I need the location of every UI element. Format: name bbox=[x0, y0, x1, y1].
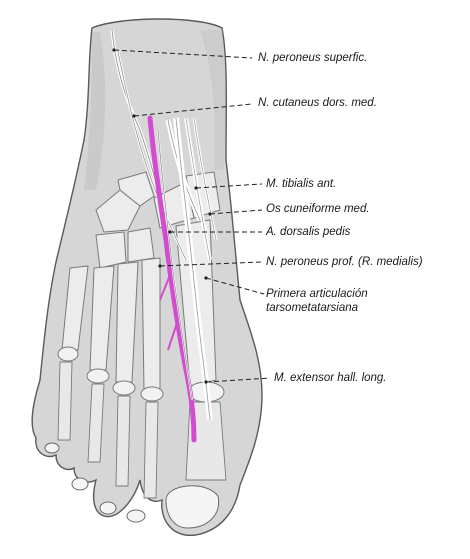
leader-dot-primera-art bbox=[204, 276, 208, 280]
ankle-shading bbox=[200, 30, 226, 170]
leader-dot-peroneus-prof bbox=[158, 264, 162, 268]
label-cuneiforme-med: Os cuneiforme med. bbox=[266, 203, 370, 215]
leader-dot-extensor-hall bbox=[204, 380, 208, 384]
label-peroneus-superfic: N. peroneus superfic. bbox=[258, 52, 368, 64]
leader-dot-cuneiforme-med bbox=[208, 212, 212, 216]
leader-dot-cutaneus-dors-med bbox=[132, 114, 136, 118]
leader-primera-art bbox=[205, 277, 265, 295]
leg-shading bbox=[84, 32, 106, 190]
leader-extensor-hall bbox=[205, 377, 271, 383]
leader-tibialis-ant bbox=[195, 183, 263, 189]
label-cutaneus-dors-med: N. cutaneus dors. med. bbox=[258, 97, 377, 109]
leader-cutaneus-dors-med bbox=[133, 103, 253, 117]
label-primera-art-line1: Primera articulación bbox=[266, 288, 368, 300]
leader-dot-tibialis-ant bbox=[194, 186, 198, 190]
label-peroneus-prof: N. peroneus prof. (R. medialis) bbox=[266, 256, 423, 268]
toenails bbox=[44, 442, 220, 529]
leader-cuneiforme-med bbox=[209, 209, 263, 215]
leader-peroneus-superfic bbox=[113, 49, 253, 59]
leader-peroneus-prof bbox=[159, 261, 263, 267]
nerve-cutaneus-edge bbox=[117, 51, 187, 261]
tendon-extensor-hall-long bbox=[173, 117, 213, 421]
tendon-extensor-dig bbox=[184, 117, 218, 261]
nerve-peroneus-prof-edge bbox=[157, 129, 193, 401]
leader-dot-dorsalis-pedis bbox=[168, 230, 172, 234]
label-tibialis-ant: M. tibialis ant. bbox=[266, 178, 337, 190]
label-dorsalis-pedis: A. dorsalis pedis bbox=[266, 226, 351, 238]
label-primera-art-line2: tarsometatarsiana bbox=[266, 302, 359, 314]
leader-dot-peroneus-superfic bbox=[112, 48, 116, 52]
label-extensor-hall: M. extensor hall. long. bbox=[274, 372, 387, 384]
